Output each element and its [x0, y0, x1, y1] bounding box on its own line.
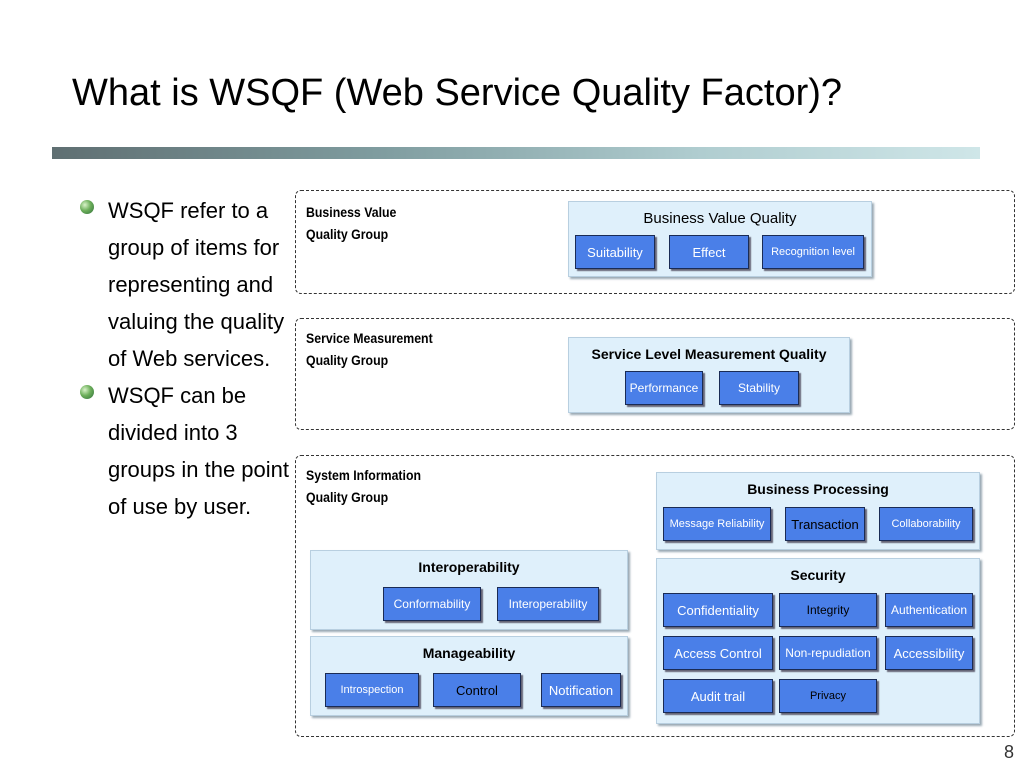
item-interoperability: Interoperability [497, 587, 599, 621]
item-stability: Stability [719, 371, 799, 405]
bullet-list: WSQF refer to a group of items for repre… [80, 192, 290, 525]
bullet-item: WSQF refer to a group of items for repre… [80, 192, 290, 377]
item-accessibility: Accessibility [885, 636, 973, 670]
item-recognition-level: Recognition level [762, 235, 864, 269]
system-information-group: System Information Quality Group Busines… [295, 455, 1015, 737]
item-privacy: Privacy [779, 679, 877, 713]
business-value-group-label: Business Value Quality Group [306, 204, 397, 242]
slide-title: What is WSQF (Web Service Quality Factor… [72, 72, 843, 114]
service-measurement-group-label: Service Measurement Quality Group [306, 330, 433, 368]
business-value-quality-title: Business Value Quality [643, 210, 797, 227]
item-authentication: Authentication [885, 593, 973, 627]
item-performance: Performance [625, 371, 703, 405]
service-measurement-group: Service Measurement Quality Group Servic… [295, 318, 1015, 430]
title-divider [52, 147, 980, 159]
item-effect: Effect [669, 235, 749, 269]
item-integrity: Integrity [779, 593, 877, 627]
bullet-text: WSQF refer to a group of items for repre… [108, 198, 285, 371]
item-notification: Notification [541, 673, 621, 707]
manageability-panel: Manageability Introspection Control Noti… [310, 636, 628, 716]
business-value-quality-panel: Business Value Quality Suitability Effec… [568, 201, 872, 277]
item-access-control: Access Control [663, 636, 773, 670]
business-processing-title: Business Processing [747, 481, 889, 497]
system-information-group-label: System Information Quality Group [306, 467, 422, 505]
interoperability-panel: Interoperability Conformability Interope… [310, 550, 628, 630]
manageability-title: Manageability [422, 645, 516, 661]
item-collaborability: Collaborability [879, 507, 973, 541]
bullet-item: WSQF can be divided into 3 groups in the… [80, 377, 290, 525]
page-number: 8 [1003, 742, 1014, 762]
interoperability-title: Interoperability [418, 559, 520, 575]
business-value-group: Business Value Quality Group Business Va… [295, 190, 1015, 294]
business-processing-panel: Business Processing Message Reliability … [656, 472, 980, 550]
bullet-text: WSQF can be divided into 3 groups in the… [108, 383, 290, 519]
item-transaction: Transaction [785, 507, 865, 541]
bullet-icon [80, 200, 94, 214]
security-title: Security [790, 567, 846, 583]
item-message-reliability: Message Reliability [663, 507, 771, 541]
service-level-measurement-panel: Service Level Measurement Quality Perfor… [568, 337, 850, 413]
item-control: Control [433, 673, 521, 707]
item-audit-trail: Audit trail [663, 679, 773, 713]
security-panel: Security Confidentiality Integrity Authe… [656, 558, 980, 724]
item-conformability: Conformability [383, 587, 481, 621]
item-non-repudiation: Non-repudiation [779, 636, 877, 670]
item-confidentiality: Confidentiality [663, 593, 773, 627]
item-introspection: Introspection [325, 673, 419, 707]
item-suitability: Suitability [575, 235, 655, 269]
service-level-measurement-title: Service Level Measurement Quality [591, 346, 827, 362]
bullet-icon [80, 385, 94, 399]
